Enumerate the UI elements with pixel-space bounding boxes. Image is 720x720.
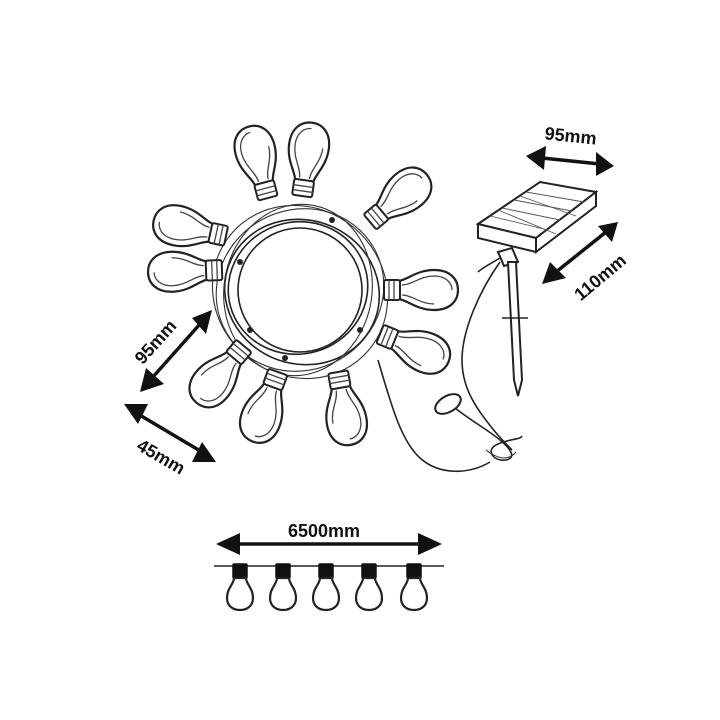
panel-height-label: 110mm xyxy=(570,250,630,305)
bulb xyxy=(382,268,460,312)
panel-width-label: 95mm xyxy=(544,123,598,148)
panel-cable xyxy=(461,261,513,451)
bulb xyxy=(268,562,298,612)
cable-connector xyxy=(434,393,523,461)
solar-panel-assembly xyxy=(434,180,599,461)
bulb xyxy=(371,314,458,382)
bulb-length-label: 95mm xyxy=(131,316,181,368)
bulb-diameter-label: 45mm xyxy=(133,435,188,478)
straight-string-lights xyxy=(214,562,444,612)
solar-panel xyxy=(475,180,599,255)
lead-cable xyxy=(377,359,491,472)
string-length-dimension: 6500mm xyxy=(216,521,442,555)
coiled-string-lights xyxy=(146,118,491,472)
string-length-label: 6500mm xyxy=(288,521,360,541)
bulb xyxy=(148,199,232,257)
bulb xyxy=(228,120,289,205)
bulb xyxy=(399,562,429,612)
bulb xyxy=(317,367,372,450)
bulb xyxy=(225,562,255,612)
panel-width-dimension: 95mm xyxy=(526,123,614,176)
bulb xyxy=(281,118,334,200)
bulb-diameter-dimension: 45mm xyxy=(124,404,216,478)
mounting-stake xyxy=(477,246,528,397)
bulb xyxy=(354,562,384,612)
bulb xyxy=(356,158,441,239)
bulb xyxy=(232,364,298,450)
bulb xyxy=(311,562,341,612)
bulb xyxy=(146,248,224,294)
coiled-wire xyxy=(211,203,389,380)
